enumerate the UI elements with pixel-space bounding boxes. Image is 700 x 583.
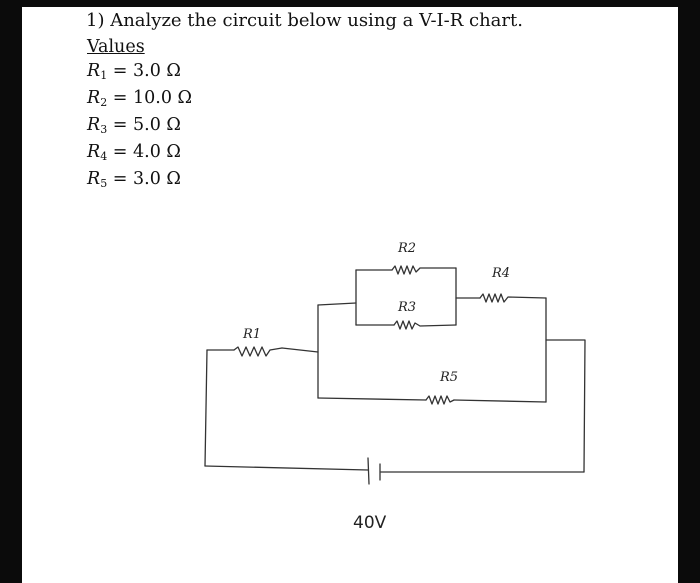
wire-left-vertical <box>204 349 208 467</box>
photo-border-top <box>0 0 700 7</box>
resistor-value: = 4.0 Ω <box>112 142 181 162</box>
resistor-subscript: 1 <box>100 69 108 82</box>
value-row-r3: R3 = 5.0 Ω <box>87 114 523 141</box>
problem-statement: 1) Analyze the circuit below using a V-I… <box>86 10 523 195</box>
resistor-symbol: R <box>87 115 101 135</box>
resistor-subscript: 5 <box>100 177 108 190</box>
wire-right-vertical <box>545 339 586 473</box>
battery-symbol <box>367 457 381 485</box>
resistor-r1 <box>233 346 283 357</box>
values-heading: Values <box>87 37 145 57</box>
wire-r1-right <box>281 347 319 353</box>
wire-r5-left <box>317 397 427 401</box>
resistor-value: = 3.0 Ω <box>112 61 181 81</box>
wire-bottom-left <box>204 465 369 471</box>
resistor-symbol: R <box>87 61 101 81</box>
label-r2: R2 <box>397 241 416 256</box>
value-row-r1: R1 = 3.0 Ω <box>87 60 523 87</box>
photo-border-right <box>678 0 700 583</box>
resistor-subscript: 3 <box>100 123 108 136</box>
resistor-value: = 3.0 Ω <box>112 169 181 189</box>
wire-top-branch <box>317 302 357 306</box>
resistor-value: = 10.0 Ω <box>112 88 193 108</box>
photo-border-left <box>0 0 22 583</box>
resistor-subscript: 4 <box>100 150 108 163</box>
value-row-r5: R5 = 3.0 Ω <box>87 168 523 195</box>
values-list: R1 = 3.0 Ω R2 = 10.0 Ω R3 = 5.0 Ω R4 = 4… <box>87 60 523 195</box>
resistor-r4 <box>479 293 547 303</box>
battery-label: 40V <box>353 513 387 533</box>
label-r5: R5 <box>439 370 458 385</box>
value-row-r4: R4 = 4.0 Ω <box>87 141 523 168</box>
resistor-r5 <box>425 395 455 405</box>
wire-r5-right <box>453 399 547 403</box>
resistor-value: = 5.0 Ω <box>112 115 181 135</box>
label-r3: R3 <box>397 300 416 315</box>
resistor-symbol: R <box>87 142 101 162</box>
resistor-subscript: 2 <box>100 96 108 109</box>
value-row-r2: R2 = 10.0 Ω <box>87 87 523 114</box>
label-r1: R1 <box>242 327 261 342</box>
label-r4: R4 <box>491 266 510 281</box>
resistor-symbol: R <box>87 169 101 189</box>
resistor-symbol: R <box>87 88 101 108</box>
resistor-r3 <box>393 320 457 330</box>
resistor-r2 <box>391 265 457 275</box>
question-text: 1) Analyze the circuit below using a V-I… <box>86 10 523 31</box>
